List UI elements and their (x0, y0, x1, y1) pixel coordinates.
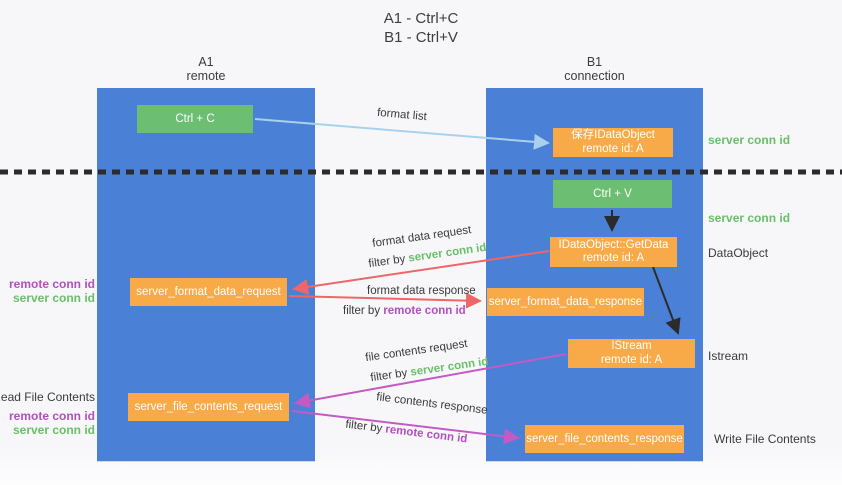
server-file-contents-request-label: server_file_contents_request (134, 401, 283, 413)
idataobject-getdata-line2: remote id: A (582, 252, 645, 264)
server-file-contents-request-node: server_file_contents_request (128, 393, 289, 421)
server-conn-id-top-label: server conn id (708, 133, 791, 147)
server-format-data-request-label: server_format_data_request (136, 286, 281, 298)
idataobject-getdata-line1: IDataObject::GetData (558, 238, 669, 251)
server-format-data-response-label: server_format_data_response (488, 296, 643, 308)
ctrl-v-label: Ctrl + V (593, 188, 632, 200)
title-line-1: A1 - Ctrl+C (383, 10, 459, 27)
istream-node: IStream remote id: A (568, 339, 695, 368)
write-file-contents-label: Write File Contents (714, 432, 816, 446)
column-b-subtitle: connection (564, 69, 625, 83)
istream-side-label: Istream (708, 349, 749, 363)
ctrl-c-label: Ctrl + C (175, 113, 215, 125)
server-file-contents-response-label: server_file_contents_response (526, 433, 683, 445)
remote-conn-id-highlight: remote conn id (383, 305, 466, 317)
server-conn-id-mid-label: server conn id (708, 211, 791, 225)
server-format-data-request-node: server_format_data_request (130, 278, 287, 306)
getdata-to-istream-arrow (652, 266, 681, 335)
column-b-name: B1 (586, 55, 603, 69)
idataobject-getdata-node: IDataObject::GetData remote id: A (550, 237, 677, 267)
format-data-request-arrow (292, 250, 550, 295)
save-idataobject-node: 保存IDataObject remote id: A (553, 128, 673, 157)
filter-by-prefix: filter by (343, 305, 384, 317)
server-conn-id-label: server conn id (12, 422, 95, 437)
column-a-header: A1 remote (97, 55, 315, 83)
ctrl-c-node: Ctrl + C (137, 105, 253, 133)
file-contents-response-arrow (291, 410, 520, 445)
file-contents-request-arrow (294, 353, 567, 409)
save-idataobject-line2: remote id: A (582, 142, 644, 155)
column-b-header: B1 connection (486, 55, 703, 83)
diagram-title: A1 - Ctrl+C B1 - Ctrl+V (0, 9, 842, 47)
istream-line1: IStream (611, 340, 652, 352)
format-data-response-label: format data response (367, 285, 476, 297)
server-file-contents-response-node: server_file_contents_response (525, 425, 684, 453)
format-data-response-arrow (288, 292, 482, 309)
server-conn-id-label: server conn id (12, 290, 95, 305)
conn-id-pair-1: remote conn id server conn id (8, 277, 95, 305)
save-idataobject-line1: 保存IDataObject (571, 129, 655, 141)
conn-id-pair-2: remote conn id server conn id (8, 409, 95, 437)
format-list-arrow (254, 118, 550, 150)
ctrl-v-node: Ctrl + V (553, 180, 672, 208)
title-line-2: B1 - Ctrl+V (384, 29, 458, 46)
column-a-name: A1 (198, 55, 214, 69)
dataobject-label: DataObject (708, 246, 769, 260)
read-file-contents-label: Read File Contents (0, 390, 95, 404)
istream-line2: remote id: A (600, 353, 663, 366)
column-a-subtitle: remote (186, 69, 226, 83)
remote-conn-id-label: remote conn id (8, 277, 95, 291)
remote-conn-id-label: remote conn id (8, 409, 95, 423)
server-format-data-response-node: server_format_data_response (487, 288, 644, 316)
filter-by-remote-1-label: filter by remote conn id (343, 305, 466, 317)
